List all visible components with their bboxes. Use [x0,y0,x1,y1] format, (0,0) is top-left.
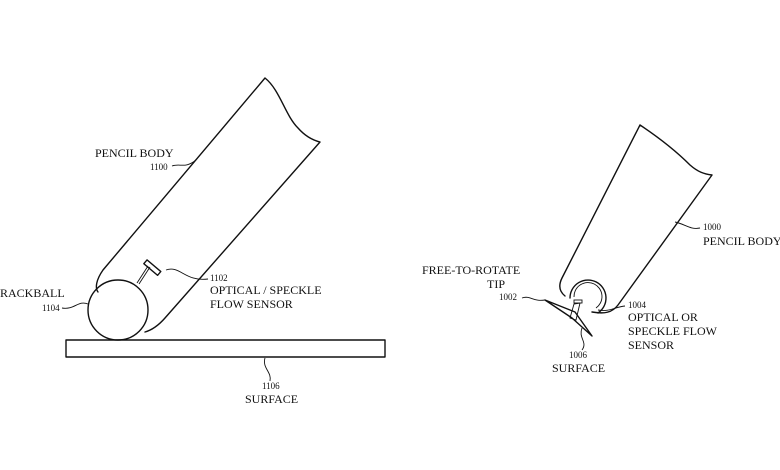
figure-trackball-pencil: PENCIL BODY 1100 1102 OPTICAL / SPECKLE … [0,77,386,406]
pencil-body-ref: 1100 [150,162,168,172]
surface-ref: 1106 [262,381,280,391]
sensor-label-line1: OPTICAL / SPECKLE [210,283,322,297]
pencil-body-1000 [559,124,713,314]
figure-rotating-tip-pencil: 1000 PENCIL BODY FREE-TO-ROTATE TIP 1002… [422,124,780,375]
sensor-label-line1: OPTICAL OR [628,310,698,324]
pencil-body-label: PENCIL BODY [703,234,780,248]
trackball-ref: 1104 [42,303,60,313]
sensor-label-line2: FLOW SENSOR [210,297,293,311]
tip-ref: 1002 [499,292,517,302]
trackball-1104 [87,279,149,341]
pencil-body-ref: 1000 [703,222,722,232]
pencil-body-label: PENCIL BODY [95,146,174,160]
surface-ref: 1006 [569,350,588,360]
speckle-sensor-1004 [573,299,583,304]
sensor-ref: 1004 [628,300,647,310]
tip-label-line2: TIP [487,277,505,291]
free-to-rotate-tip-1002 [544,299,593,337]
sensor-ref: 1102 [210,273,228,283]
surface-label: SURFACE [245,392,298,406]
sensor-label-line2: SPECKLE FLOW [628,324,718,338]
trackball-label: RACKBALL [0,286,65,300]
sensor-label-line3: SENSOR [628,338,674,352]
surface-1106 [65,339,386,358]
speckle-sensor-1102 [136,259,162,285]
surface-label: SURFACE [552,361,605,375]
tip-label-line1: FREE-TO-ROTATE [422,263,520,277]
pencil-body-1100 [95,77,321,333]
tip-socket-inner [573,282,603,309]
tip-socket-ring [569,279,607,314]
